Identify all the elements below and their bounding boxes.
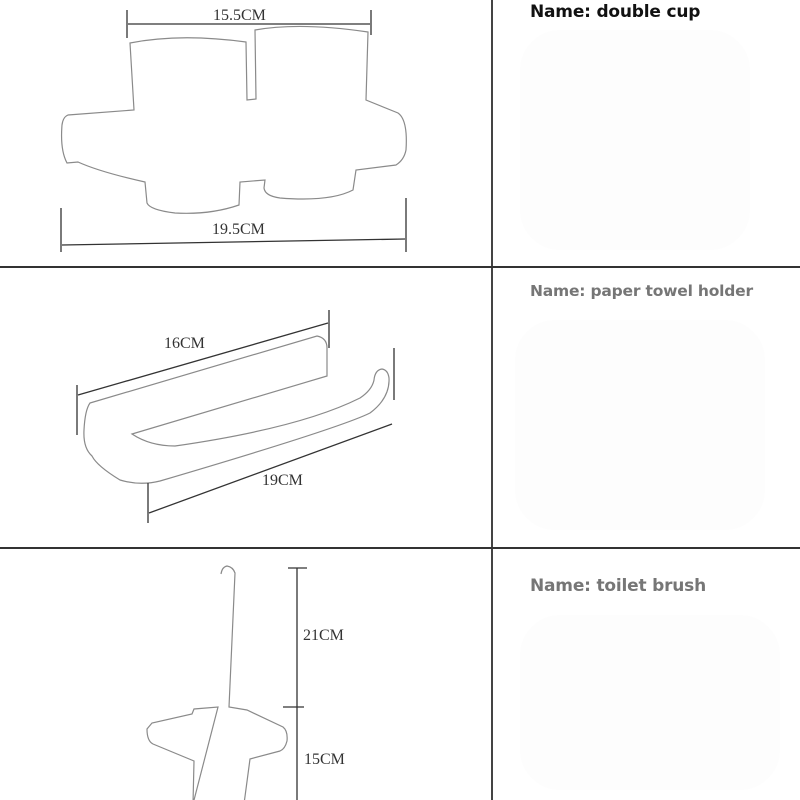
product-name-double-cup: Name: double cup [530, 2, 701, 22]
product-name-toilet-brush: Name: toilet brush [530, 576, 706, 596]
row-divider-2 [0, 547, 800, 549]
dimension-top-16cm: 16CM [76, 310, 330, 435]
faded-product-image [520, 30, 750, 250]
faded-product-image [520, 615, 780, 790]
dimension-bottom-19-5cm: 19.5CM [60, 198, 407, 252]
double-cup-drawing: 15.5CM 19.5CM [0, 0, 490, 266]
dimension-label: 19.5CM [212, 221, 265, 238]
row-divider-1 [0, 266, 800, 268]
dimension-label: 15.5CM [213, 7, 266, 24]
dimension-label: 16CM [164, 335, 205, 352]
faded-product-image [515, 320, 765, 530]
dimension-top-15-5cm: 15.5CM [126, 7, 372, 38]
dimension-label-21cm: 21CM [303, 627, 344, 644]
paper-towel-holder-outline [83, 335, 390, 484]
dimension-label-15cm: 15CM [304, 751, 345, 768]
column-divider [491, 0, 493, 800]
dimension-bottom-19cm: 19CM [147, 348, 395, 523]
toilet-brush-drawing: 21CM 15CM [0, 549, 490, 800]
dimension-vertical: 21CM 15CM [283, 567, 345, 800]
double-cup-outline [60, 25, 407, 214]
dimension-label: 19CM [262, 472, 303, 489]
paper-towel-holder-drawing: 16CM 19CM [0, 268, 490, 547]
toilet-brush-outline [146, 565, 288, 800]
product-name-paper-towel-holder: Name: paper towel holder [530, 282, 753, 300]
